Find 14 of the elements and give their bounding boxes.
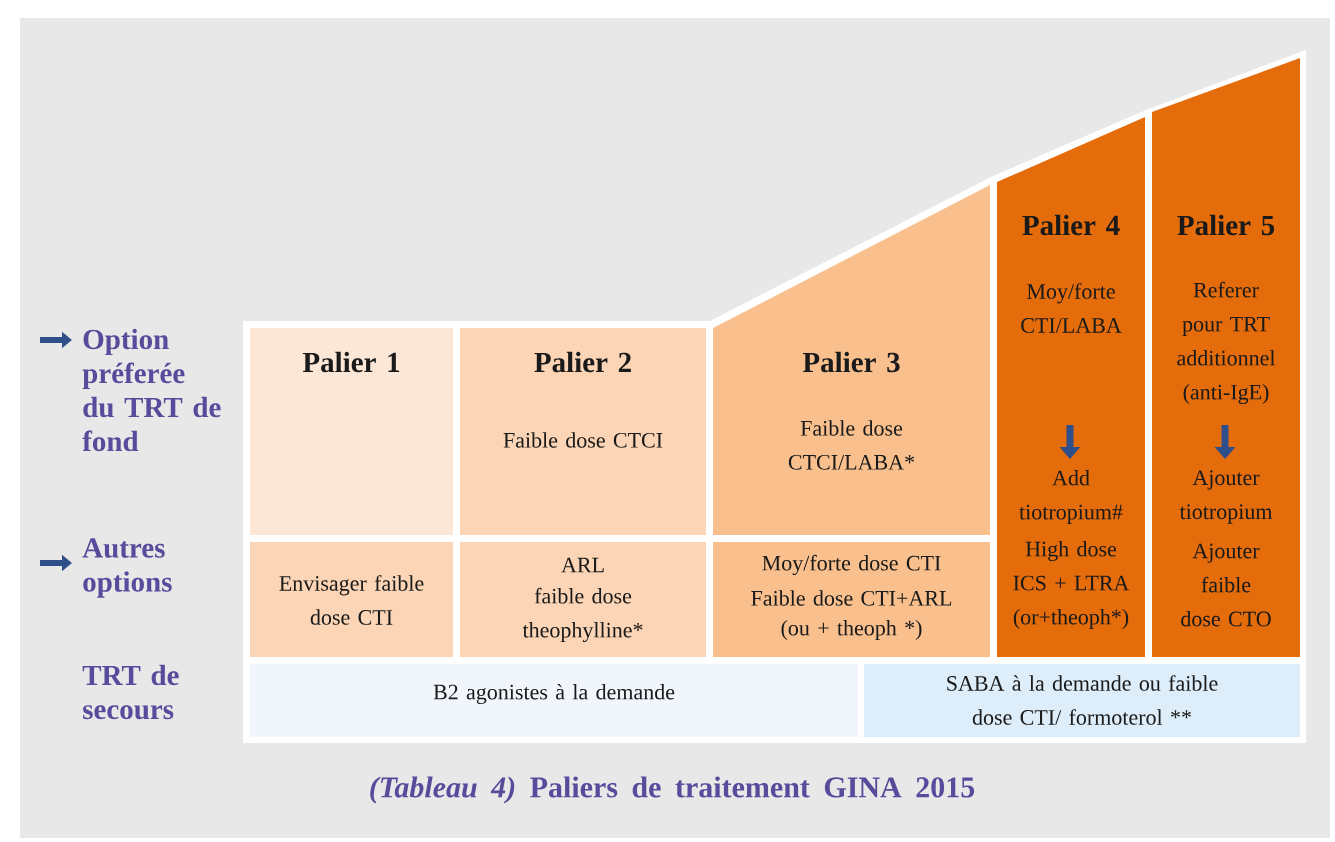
table-cell: SABA à la demande ou faible dose CTI/ formoterol **	[864, 664, 1300, 737]
column-cell: Palier 4 Moy/forte CTI/LABA Add tiotropium# High dose ICS + LTRA (or+theoph*)	[997, 117, 1145, 657]
row-label: Autres options	[82, 538, 172, 598]
table-cell: Palier 3 Faible dose CTCI/LABA*	[713, 185, 990, 535]
table-cell: Moy/forte dose CTI Faible dose CTI+ARL (ou + theoph *)	[713, 542, 990, 657]
row-label: TRT de secours	[82, 664, 179, 720]
table-cell: B2 agonistes à la demande	[250, 664, 858, 737]
column-cell: Palier 5 Referer pour TRT additionnel (anti-IgE) Ajouter tiotropium Ajouter faible dose CTO	[1152, 58, 1300, 657]
table-cell: Palier 2 Faible dose CTCI	[460, 328, 706, 535]
table-cell: Envisager faible dose CTI	[250, 542, 453, 657]
table-cell: ARL faible dose theophylline*	[460, 542, 706, 657]
caption: (Tableau 4) Paliers de traitement GINA 2015	[370, 776, 975, 804]
row-label: Option préferée du TRT de fond	[82, 328, 221, 452]
table-cell: Palier 1	[250, 328, 453, 535]
